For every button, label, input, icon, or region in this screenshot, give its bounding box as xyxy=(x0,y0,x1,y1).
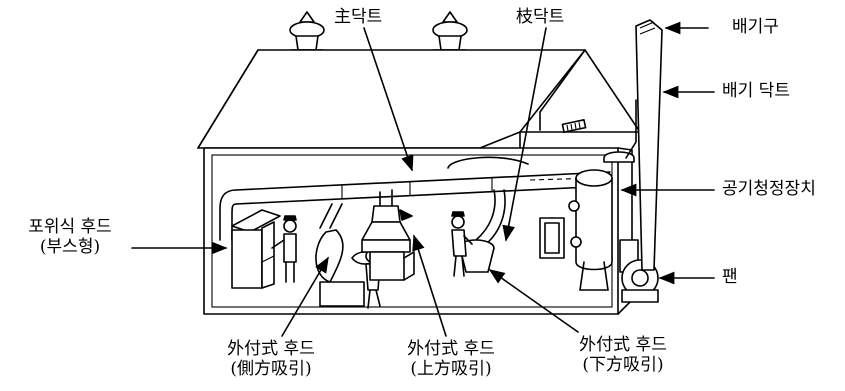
downdraft-hood xyxy=(451,189,506,277)
top-hood-label-line2: (上方吸引) xyxy=(410,358,492,379)
leader-lines xyxy=(131,21,715,337)
enclosing-hood-label-line2: (부스형) xyxy=(39,236,101,257)
canopy-hood xyxy=(361,189,415,281)
air-cleaner-tower xyxy=(568,151,635,291)
enclosing-hood-label-line1: 포위식 후드 xyxy=(28,217,112,237)
enclosing-booth-hood xyxy=(231,209,297,289)
side-hood-label-line2: (側方吸引) xyxy=(230,358,312,379)
air-cleaner-label: 공기청정장치 xyxy=(722,179,816,199)
down-hood-label: 外付式 후드 (下方吸引) xyxy=(548,335,698,375)
enclosing-hood-label: 포위식 후드 (부스형) xyxy=(4,217,136,257)
exhaust-stack xyxy=(625,19,663,271)
main-duct-label: 主닥트 xyxy=(334,7,383,27)
exhaust-outlet-label: 배기구 xyxy=(732,17,779,37)
side-hood-label: 外付式 후드 (側方吸引) xyxy=(196,339,346,379)
top-hood-label: 外付式 후드 (上方吸引) xyxy=(376,339,526,379)
main-duct xyxy=(219,156,611,241)
exhaust-duct-label: 배기 닥트 xyxy=(722,81,790,101)
branch-duct-label: 枝닥트 xyxy=(516,7,565,27)
down-hood-label-line2: (下方吸引) xyxy=(582,354,664,375)
side-hood-label-line1: 外付式 후드 xyxy=(227,339,315,359)
top-hood-label-line1: 外付式 후드 xyxy=(407,339,495,359)
down-hood-label-line1: 外付式 후드 xyxy=(579,335,667,355)
fan-label: 팬 xyxy=(722,267,738,287)
